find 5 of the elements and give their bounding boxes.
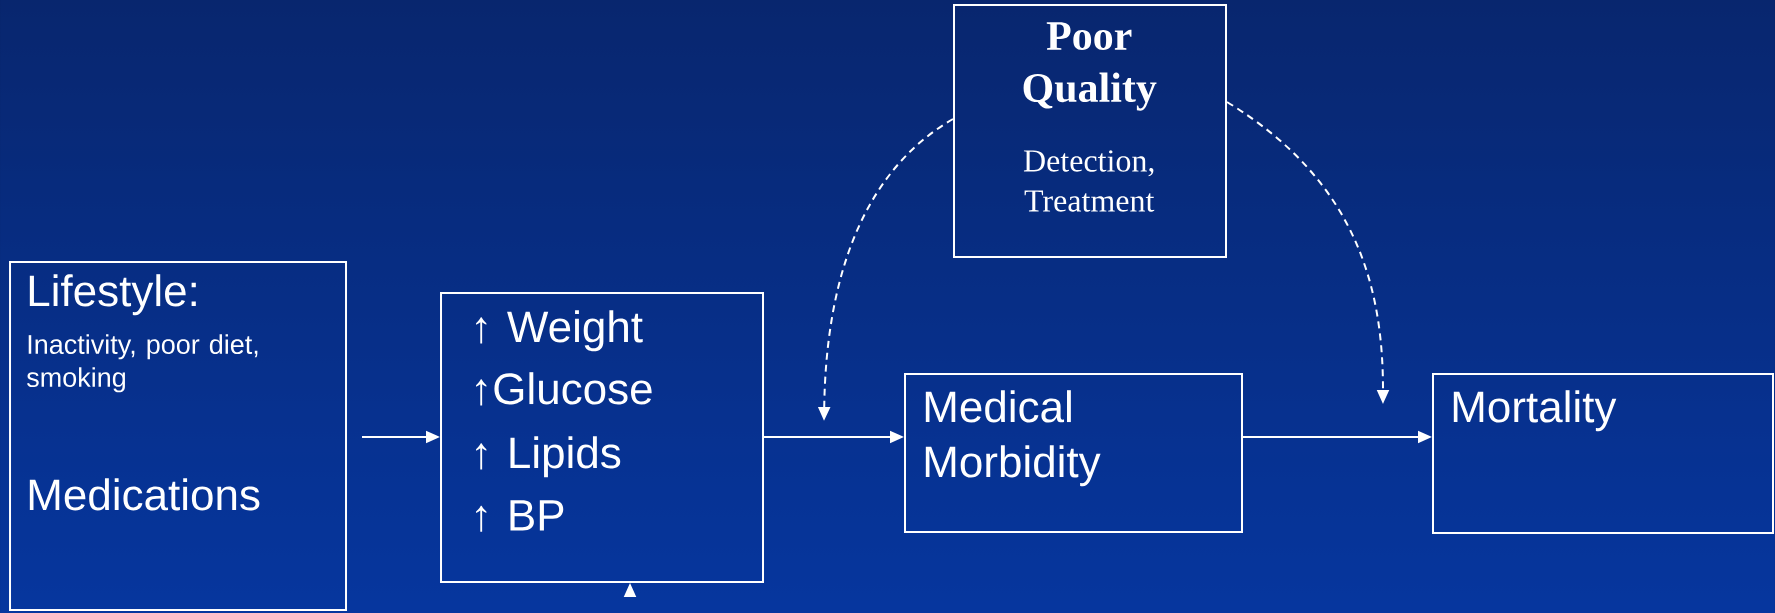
process-box: Poor Quality Detection, Treatment xyxy=(953,4,1227,258)
process-box: ↑ Weight ↑Glucose ↑ Lipids ↑ BP xyxy=(440,292,764,583)
process-box: Mortality xyxy=(1432,373,1774,534)
process-box: Medical Morbidity xyxy=(904,373,1243,533)
process-box: Lifestyle: Inactivity, poor diet, smoking Medications xyxy=(9,261,347,611)
